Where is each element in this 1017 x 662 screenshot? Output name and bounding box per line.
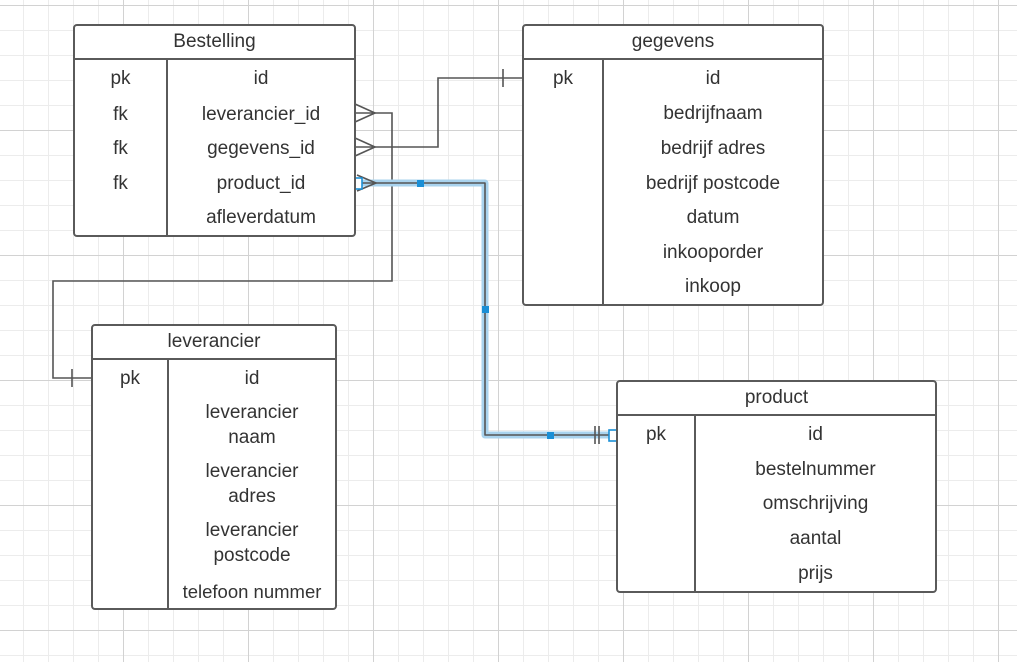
field-cell[interactable]: leverancier naam — [205, 402, 299, 448]
field-cell[interactable]: inkoop — [685, 275, 741, 297]
column-divider — [166, 60, 168, 235]
entity-bestelling[interactable]: Bestelling pk id fk leverancier_id fk ge… — [73, 24, 356, 237]
connector-line-leverancier[interactable] — [52, 112, 393, 379]
key-cell — [618, 523, 694, 553]
field-cell[interactable]: leverancier postcode — [205, 520, 299, 566]
entity-title: Bestelling — [75, 26, 354, 60]
entity-title: leverancier — [93, 326, 335, 360]
field-cell[interactable]: leverancier_id — [201, 103, 321, 125]
crowfoot-many-icon — [354, 103, 377, 123]
key-cell — [524, 133, 602, 163]
key-cell — [618, 558, 694, 588]
key-cell — [524, 168, 602, 198]
key-cell: fk — [113, 137, 128, 159]
key-cell — [93, 576, 167, 606]
field-cell[interactable]: bedrijf adres — [660, 137, 766, 159]
key-cell — [618, 454, 694, 484]
key-cell — [524, 202, 602, 232]
field-cell[interactable]: bestelnummer — [755, 458, 876, 480]
entity-title: gegevens — [524, 26, 822, 60]
midpoint-handle[interactable] — [547, 432, 554, 439]
key-cell — [93, 400, 167, 450]
field-cell[interactable]: omschrijving — [762, 492, 869, 514]
crowfoot-many-icon — [356, 174, 379, 192]
key-cell — [93, 459, 167, 509]
field-cell[interactable]: product_id — [216, 172, 306, 194]
key-cell — [524, 271, 602, 301]
midpoint-handle[interactable] — [482, 306, 489, 313]
field-cell[interactable]: gegevens_id — [207, 137, 315, 159]
field-cell[interactable]: bedrijf postcode — [645, 172, 781, 194]
key-cell: pk — [110, 67, 131, 89]
key-cell: pk — [119, 367, 141, 389]
entity-leverancier[interactable]: leverancier pk id leverancier naam lever… — [91, 324, 337, 610]
crowfoot-many-icon — [354, 137, 377, 157]
field-cell[interactable]: afleverdatum — [206, 206, 316, 228]
field-cell[interactable]: prijs — [798, 562, 833, 584]
entity-product[interactable]: product pk id bestelnummer omschrijving … — [616, 380, 937, 593]
key-cell: pk — [645, 423, 667, 445]
field-cell[interactable]: datum — [686, 206, 740, 228]
key-cell — [618, 488, 694, 518]
column-divider — [694, 416, 696, 591]
field-cell[interactable]: id — [705, 67, 721, 89]
key-cell — [93, 518, 167, 568]
key-cell: fk — [113, 172, 128, 194]
column-divider — [602, 60, 604, 304]
key-cell — [524, 237, 602, 267]
field-cell[interactable]: bedrijfnaam — [663, 102, 763, 124]
connector-line-gegevens[interactable] — [355, 77, 523, 148]
entity-gegevens[interactable]: gegevens pk id bedrijfnaam bedrijf adres… — [522, 24, 824, 306]
field-cell[interactable]: id — [253, 67, 269, 89]
field-cell[interactable]: inkooporder — [662, 241, 764, 263]
entity-title: product — [618, 382, 935, 416]
column-divider — [167, 360, 169, 608]
key-cell: pk — [552, 67, 574, 89]
field-cell[interactable]: id — [244, 367, 260, 389]
field-cell[interactable]: leverancier adres — [205, 461, 299, 507]
field-cell[interactable]: telefoon nummer — [182, 580, 322, 602]
field-cell[interactable]: id — [808, 423, 823, 445]
relationship-gegevens[interactable] — [354, 69, 523, 157]
key-cell: fk — [113, 103, 128, 125]
relationship-leverancier[interactable] — [52, 103, 393, 387]
field-cell[interactable]: aantal — [789, 527, 842, 549]
midpoint-handle[interactable] — [417, 180, 424, 187]
key-cell — [524, 98, 602, 128]
key-cell — [75, 202, 166, 232]
